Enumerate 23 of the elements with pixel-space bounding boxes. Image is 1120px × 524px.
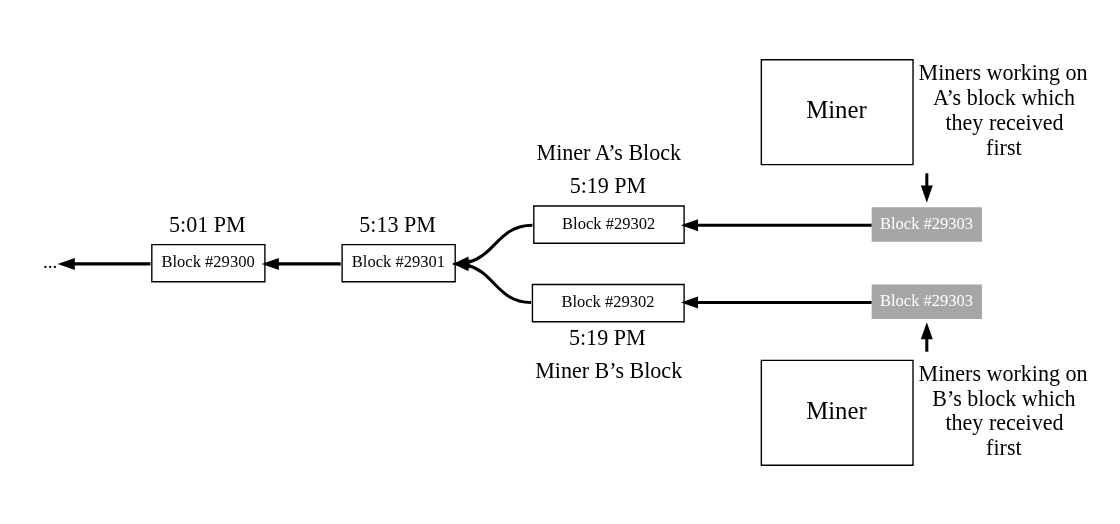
node-box: Block #29302: [533, 204, 685, 244]
node-box: Block #29302: [531, 283, 685, 322]
node-label: 5:19 PM: [568, 324, 646, 350]
node-box: Miner: [760, 58, 914, 165]
node-label: 5:01 PM: [169, 211, 246, 237]
node-box: Block #29300: [151, 243, 266, 282]
node-label: Miner B’s Block: [535, 357, 683, 383]
node-text: ...: [42, 250, 58, 272]
node-box: Miner: [760, 359, 914, 466]
arrow: [57, 257, 151, 270]
node-box: Block #29303: [871, 206, 982, 242]
arrow: [680, 296, 872, 308]
node-label: Miner A’s Block: [536, 139, 682, 165]
arrow: [680, 218, 872, 231]
node-box: Block #29301: [341, 243, 456, 282]
node-label: Miners working on A’s block which they received first: [918, 59, 1088, 160]
node-label: 5:13 PM: [359, 211, 436, 237]
arrow: [261, 257, 341, 270]
arrow: [920, 321, 933, 352]
node-label: 5:19 PM: [569, 172, 647, 198]
node-box: Block #29303: [871, 284, 982, 319]
node-label: Miners working on B’s block which they received first: [918, 360, 1088, 460]
arrow: [920, 172, 933, 203]
